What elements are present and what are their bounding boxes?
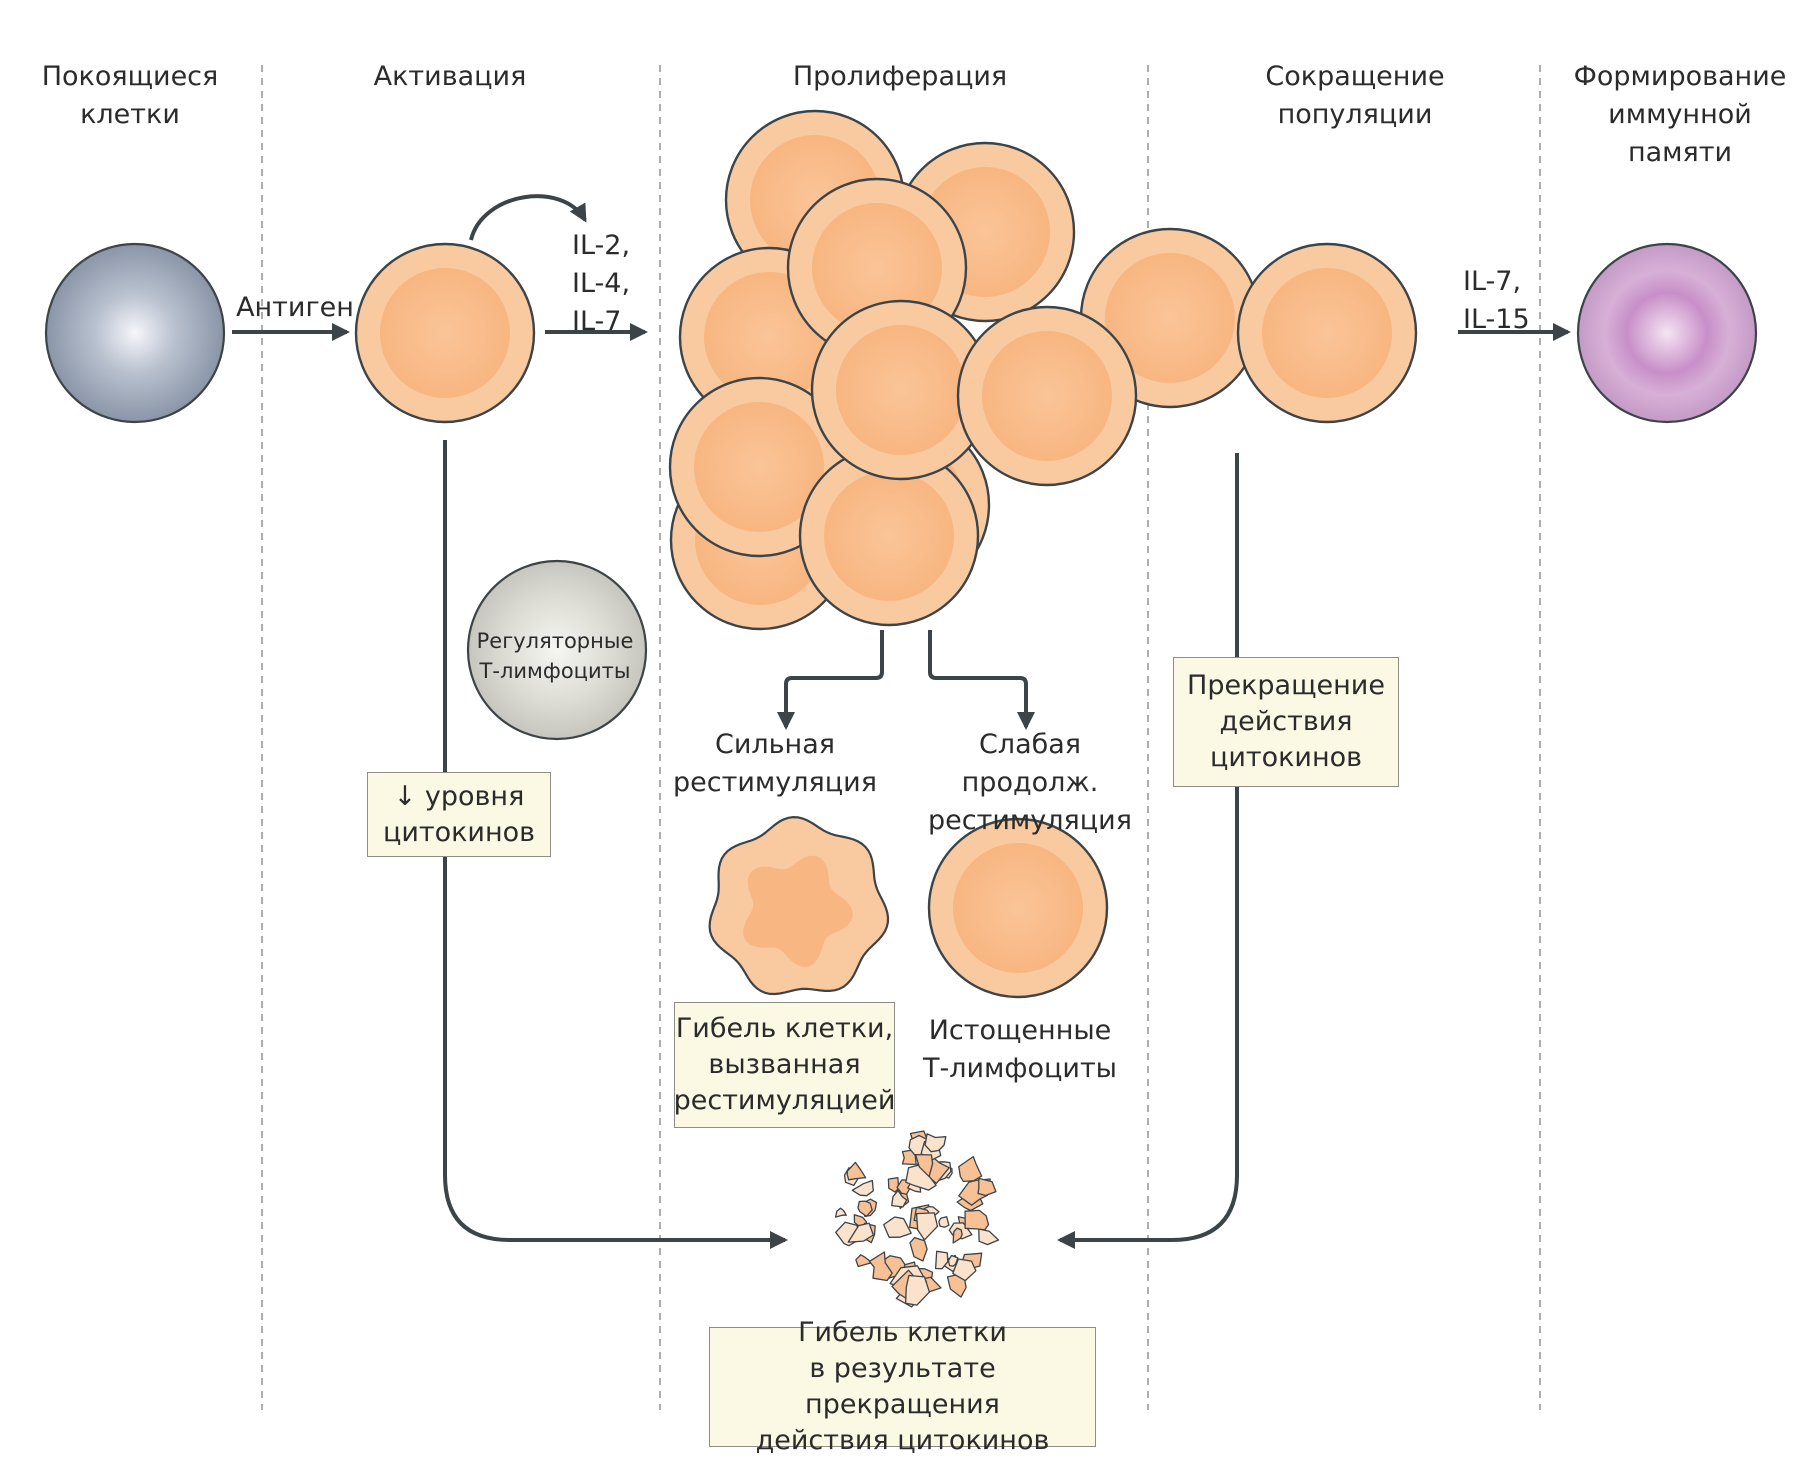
debris-fragment <box>938 1216 950 1228</box>
contracting-cell-nucleus <box>1262 268 1392 398</box>
restimulation-death-box: Гибель клетки, вызванная рестимуляцией <box>674 1002 895 1128</box>
debris-fragment <box>909 1236 928 1262</box>
debris-fragment <box>952 1227 963 1244</box>
header-memory: Формирование иммунной памяти <box>1573 61 1787 168</box>
cytokine-withdrawal-text: Прекращение действия цитокинов <box>1187 670 1385 773</box>
proliferating-cell-10-nucleus <box>836 325 966 455</box>
debris-fragment <box>977 1177 997 1197</box>
cytokine-decrease-box: ↓ уровня цитокинов <box>367 772 551 857</box>
strong-restimulation-label: Сильная рестимуляция <box>673 729 877 798</box>
debris-fragment <box>834 1207 847 1218</box>
debris-fragment <box>934 1250 949 1270</box>
strong-restimulation-arrow <box>777 630 884 730</box>
autocrine-loop-arrow <box>469 194 587 241</box>
proliferating-cell-9-nucleus <box>824 471 954 601</box>
exhausted-t-cells-label: Истощенные Т-лимфоциты <box>923 1015 1117 1084</box>
resting-cell-membrane <box>44 242 226 424</box>
cytokine-withdrawal-path-arrow <box>1057 453 1239 1249</box>
proliferating-cell-11-nucleus <box>982 331 1112 461</box>
debris-fragment <box>855 1254 873 1268</box>
weak-restimulation-arrow <box>928 630 1035 730</box>
proliferating-cell-6-nucleus <box>1105 253 1235 383</box>
antigen-label: Антиген <box>236 292 354 323</box>
exhausted-t-cell-nucleus <box>953 843 1083 973</box>
memory-cell-membrane <box>1576 242 1758 424</box>
withdrawal-death-box: Гибель клетки в результате прекращения д… <box>709 1317 1096 1456</box>
resting-cell <box>44 242 226 424</box>
cytokine-decrease-text: ↓ уровня цитокинов <box>382 780 536 848</box>
proliferating-cell-8-nucleus <box>694 402 824 532</box>
withdrawal-death-text: Гибель клетки в результате прекращения д… <box>755 1317 1050 1456</box>
debris-fragment <box>924 1133 947 1153</box>
debris-fragment <box>847 1222 874 1243</box>
debris-fragment <box>891 1189 908 1208</box>
memory-cell <box>1576 242 1758 424</box>
header-contraction: Сокращение популяции <box>1265 61 1445 130</box>
debris-fragment <box>868 1251 893 1282</box>
header-proliferation: Пролиферация <box>792 61 1008 92</box>
regulatory-t-cell-membrane <box>466 559 648 741</box>
proliferating-cell-11 <box>956 305 1138 487</box>
debris-fragment <box>904 1274 931 1306</box>
debris-fragment <box>851 1179 874 1197</box>
exhausted-t-cell <box>927 817 1109 999</box>
treg-label: Регуляторные Т-лимфоциты <box>476 629 634 683</box>
debris-fragment <box>883 1216 912 1238</box>
debris-fragment <box>964 1209 990 1231</box>
header-resting-cells: Покоящиеся клетки <box>41 61 219 130</box>
debris-fragment <box>958 1155 983 1183</box>
dying-cell-nucleus <box>743 855 853 967</box>
debris-fragment <box>846 1161 867 1181</box>
activated-cell <box>354 242 536 424</box>
debris-fragment <box>915 1212 939 1241</box>
header-activation: Активация <box>373 61 527 92</box>
cytokine-decrease-path-arrow <box>443 440 788 1249</box>
contracting-cell <box>1236 242 1418 424</box>
debris-fragment <box>947 1254 959 1267</box>
regulatory-t-cell <box>466 559 648 741</box>
debris-fragment <box>914 1153 934 1178</box>
restimulation-death-text: Гибель клетки, вызванная рестимуляцией <box>673 1013 896 1116</box>
restimulation-dying-cell <box>708 815 890 996</box>
debris-fragment <box>978 1228 1000 1246</box>
debris-fragment <box>887 1177 900 1193</box>
debris-fragment <box>857 1200 873 1217</box>
debris-fragment <box>952 1258 977 1282</box>
il-7-15-label: IL-7, IL-15 <box>1463 266 1530 335</box>
il-2-4-7-label: IL-2, IL-4, IL-7 <box>572 230 631 337</box>
weak-restimulation-label: Слабая продолж. рестимуляция <box>928 729 1132 836</box>
activated-cell-nucleus <box>380 268 510 398</box>
fragmented-cell-debris <box>834 1130 1000 1308</box>
cytokine-withdrawal-box: Прекращение действия цитокинов <box>1173 657 1399 787</box>
proliferating-cell-10 <box>810 299 992 481</box>
